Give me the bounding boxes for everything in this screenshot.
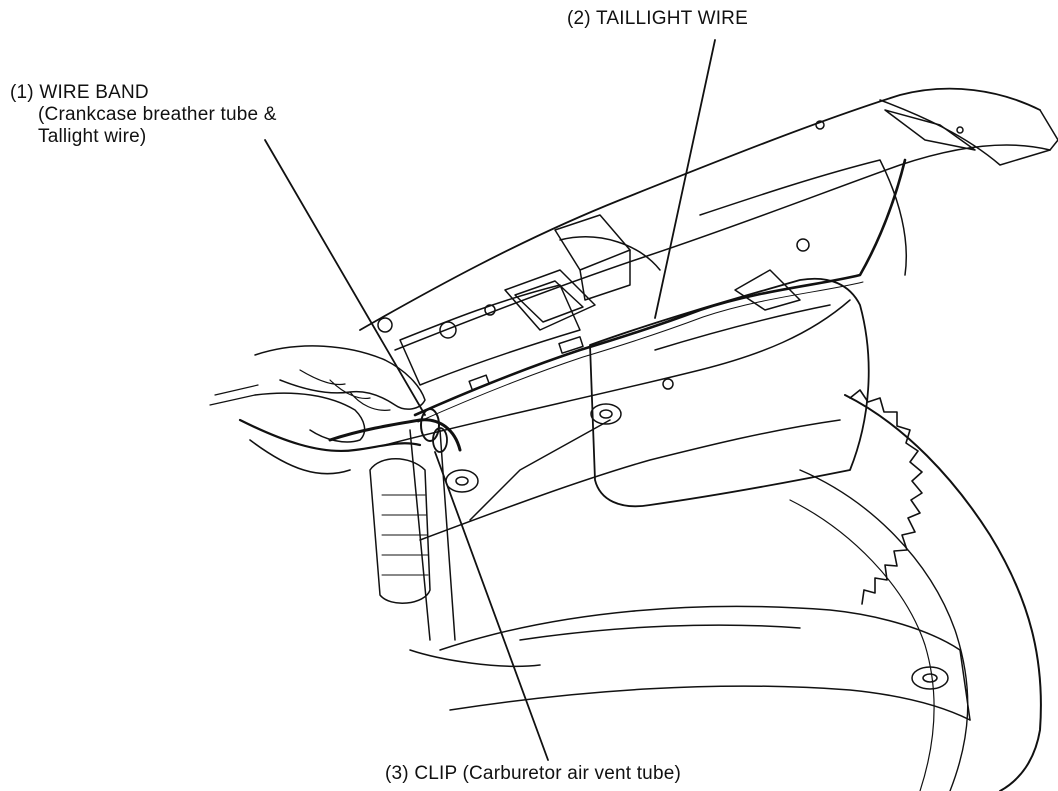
frame-upper-rail [384,299,851,446]
clip-ring [432,427,448,453]
wrist-lines [209,384,259,406]
fender-bolt [956,126,964,134]
mount-bolt-1 [377,317,393,333]
fender-plate [884,109,976,151]
rear-fender-seat [359,87,1058,351]
seat-edge [699,159,908,276]
frame-subframe [469,419,611,521]
frame-boss-inner [455,476,469,486]
axle-bolt [911,666,949,690]
leader-taillight-wire [654,39,716,319]
leader-clip [434,451,549,761]
vent-tube [238,418,422,453]
airbox-area [377,214,661,386]
swingarm [439,605,971,721]
side-panel-fold [654,304,831,351]
battery-side [579,249,631,301]
callout-taillight-wire-number: (2) [567,8,591,29]
frame [384,299,851,668]
seat-top [359,87,1041,331]
chain-slider [519,624,801,641]
callout-clip: (3) CLIP (Carburetor air vent tube) [385,763,681,785]
axle-bolt-center [922,673,938,683]
carburetor-area [238,408,462,604]
callout-wire-band-line2: (Crankcase breather tube & [38,104,277,125]
wire-band-ring [420,408,440,442]
frame-downtube-2 [439,429,456,641]
rear-rim [799,469,969,791]
rear-tire-knobs [849,389,923,605]
frame-boss-2 [590,403,622,425]
side-panel-bolt [662,378,674,390]
rear-tire-outline [844,394,1042,791]
airbox-lid-inner [514,280,584,323]
seat-underside [394,144,1051,351]
callout-wire-band-number: (1) [10,82,34,103]
frame-gusset [409,649,541,668]
callout-wire-band: (1) WIRE BAND (Crankcase breather tube &… [10,82,277,148]
wire-clamp [734,269,801,311]
frame-boss-2-inner [599,409,613,419]
rear-fender-tip [1039,109,1058,151]
upper-hand [254,345,426,410]
carburetor-body [369,458,431,604]
seat-bolt [815,120,825,130]
rear-strut [559,236,661,271]
swingarm-lower [449,685,971,721]
side-panel-outline [589,277,870,508]
frame-boss [445,469,479,493]
technician-hands [209,345,426,443]
rear-tire [789,389,1042,791]
wire-connector-2 [468,374,490,391]
swingarm-upper [439,605,961,651]
callout-taillight-wire-title: TAILLIGHT WIRE [595,8,748,29]
mount-bolt-2 [439,321,457,339]
callout-clip-number: (3) [385,763,409,784]
callout-wire-band-line3: Tallight wire) [38,126,147,147]
rear-fender-top [879,99,1051,166]
vent-tube-2 [249,439,351,475]
callout-clip-title: CLIP (Carburetor air vent tube) [414,763,682,784]
leader-lines [264,39,716,761]
mount-bolt-3 [484,304,496,316]
callout-wire-band-title: WIRE BAND [39,82,149,103]
leader-wire-band [264,139,426,416]
breather-tube [328,418,462,452]
swingarm-end [959,649,971,721]
airbox-lid [504,269,596,331]
side-panel [589,277,870,508]
taillight-wire-shadow [417,281,864,423]
wire-connector [558,336,584,354]
upper-hand-fingers [299,369,391,411]
clamp-bolt [796,238,810,252]
taillight-wire [413,158,907,417]
airbox-outline [399,284,581,386]
rear-rim-inner [789,499,935,791]
carburetor-ribs [381,494,429,576]
taillight-wire-harness [413,158,907,423]
lower-hand [254,392,366,443]
callout-taillight-wire: (2) TAILLIGHT WIRE [567,8,748,30]
frame-lower-rail [419,419,841,541]
